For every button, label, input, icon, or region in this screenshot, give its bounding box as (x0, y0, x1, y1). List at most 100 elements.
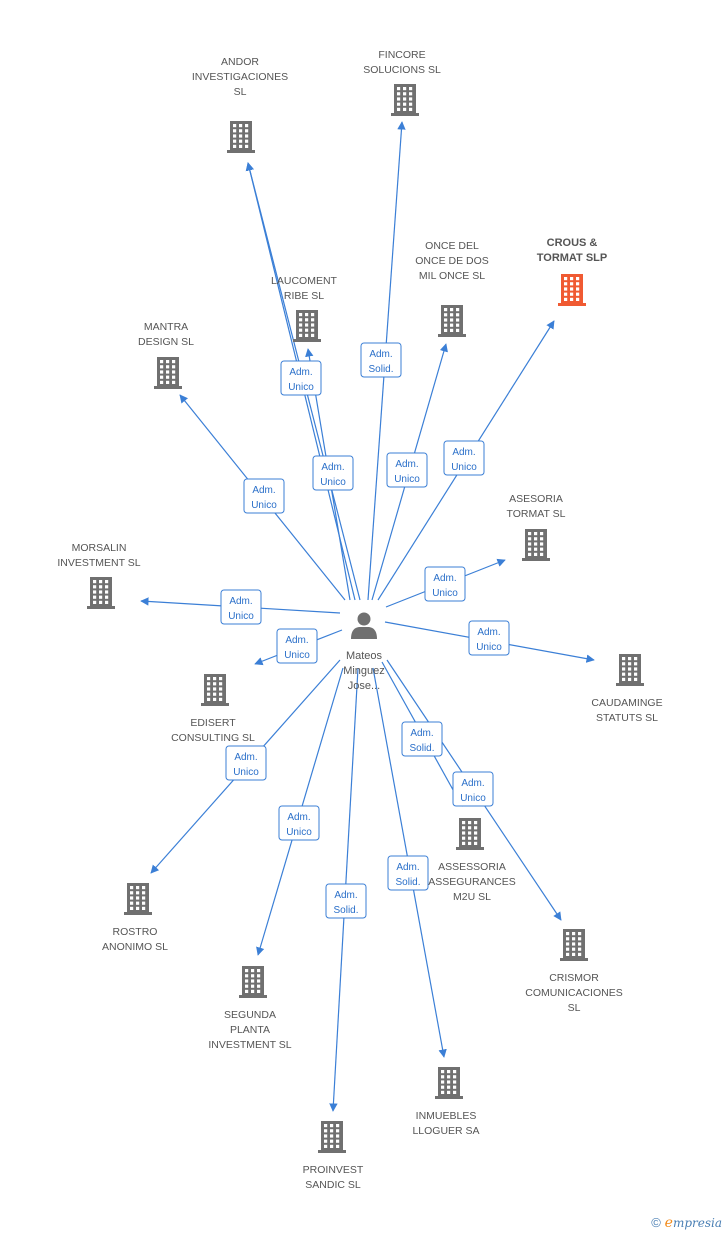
center-name-line: Jose... (348, 680, 380, 692)
brand-name: mpresia (672, 1216, 722, 1230)
node-label-crismor: COMUNICACIONES (525, 987, 622, 999)
node-label-asesoria: TORMAT SL (507, 508, 566, 520)
edge-label-text: Adm. (289, 367, 312, 378)
footer-brand: © empresia (651, 1215, 722, 1231)
edge-label-fincore[interactable]: Adm.Solid. (360, 342, 402, 378)
edge-label-text: Solid. (368, 364, 393, 375)
node-andor[interactable]: ANDOR INVESTIGACIONES SL (192, 56, 288, 153)
edge-label-assessoria[interactable]: Adm.Solid. (401, 721, 443, 757)
node-label-crous: CROUS & (547, 237, 598, 249)
building-icon[interactable] (87, 577, 115, 609)
node-label-once: ONCE DE DOS (415, 255, 489, 267)
building-icon[interactable] (560, 929, 588, 961)
node-label-fincore: SOLUCIONS SL (363, 64, 441, 76)
node-label-segunda: INVESTMENT SL (208, 1039, 291, 1051)
building-icon[interactable] (318, 1121, 346, 1153)
building-icon[interactable] (124, 883, 152, 915)
building-icon[interactable] (227, 121, 255, 153)
edge-label-text: Unico (251, 500, 277, 511)
node-label-edisert: CONSULTING SL (171, 732, 255, 744)
edge-label-asesoria[interactable]: Adm. Unico (424, 566, 466, 602)
edge-label-proinvest[interactable]: Adm.Solid. (325, 883, 367, 919)
node-label-morsalin: MORSALIN (72, 542, 127, 554)
edge-label-text: Unico (286, 827, 312, 838)
node-fincore[interactable]: FINCORE SOLUCIONS SL (363, 49, 441, 116)
edge-label-text: Adm. (477, 627, 500, 638)
edge-label-crous[interactable]: Adm. Unico (443, 440, 485, 476)
edge-label-text: Adm. (229, 596, 252, 607)
node-segunda[interactable]: SEGUNDA PLANTA INVESTMENT SL (208, 966, 292, 1051)
building-icon[interactable] (201, 674, 229, 706)
edge-label-morsalin[interactable]: Adm. Unico (220, 589, 262, 625)
edge-label-edisert[interactable]: Adm.Unico (276, 628, 318, 664)
node-label-mantra: DESIGN SL (138, 336, 194, 348)
node-label-rostro: ROSTRO (113, 926, 158, 938)
building-icon[interactable] (522, 529, 550, 561)
building-icon[interactable] (456, 818, 484, 850)
edge-label-text: Unico (476, 642, 502, 653)
building-icon[interactable] (438, 305, 466, 337)
edge-label-text: Unico (432, 588, 458, 599)
building-icon[interactable] (558, 274, 586, 306)
person-icon[interactable] (351, 612, 377, 640)
edge-label-text: Unico (233, 767, 259, 778)
edge-label-text: Unico (288, 382, 314, 393)
node-label-andor: ANDOR (221, 56, 259, 68)
edge-label-caudaminge[interactable]: Adm. Unico (468, 620, 510, 656)
node-label-caudaminge: STATUTS SL (596, 712, 658, 724)
node-label-inmuebles: INMUEBLES (416, 1110, 477, 1122)
node-label-once: ONCE DEL (425, 240, 479, 252)
node-label-fincore: FINCORE (378, 49, 425, 61)
edge-label-segunda[interactable]: Adm.Unico (278, 805, 320, 841)
node-label-segunda: SEGUNDA (224, 1009, 276, 1021)
building-icon[interactable] (391, 84, 419, 116)
center-person[interactable]: MateosMinguezJose... (343, 612, 385, 693)
edge-label-crismor[interactable]: Adm.Unico (452, 771, 494, 807)
node-label-crous: TORMAT SLP (537, 252, 607, 264)
building-icon[interactable] (154, 357, 182, 389)
edge-label-text: Adm. (433, 573, 456, 584)
edge-label-text: Adm. (321, 462, 344, 473)
node-caudaminge[interactable]: CAUDAMINGE STATUTS SL (591, 654, 663, 724)
node-rostro[interactable]: ROSTRO ANONIMO SL (102, 883, 168, 953)
edge-label-once[interactable]: Adm.Unico (386, 452, 428, 488)
edge-label-text: Unico (394, 474, 420, 485)
node-label-proinvest: SANDIC SL (305, 1179, 361, 1191)
node-label-andor: SL (234, 86, 247, 98)
node-label-crismor: CRISMOR (549, 972, 599, 984)
edge-label-inmuebles[interactable]: Adm.Solid. (387, 855, 429, 891)
node-label-assessoria: M2U SL (453, 891, 491, 903)
node-label-caudaminge: CAUDAMINGE (591, 697, 662, 709)
edge-label-text: Unico (228, 611, 254, 622)
edge-labels-layer: Adm.Solid.Adm.UnicoAdm.UnicoAdm.UnicoAdm… (220, 342, 510, 919)
building-icon[interactable] (239, 966, 267, 998)
edge-label-text: Unico (460, 793, 486, 804)
edge-label-mantra[interactable]: Adm. Unico (243, 478, 285, 514)
edge-label-text: Adm. (252, 485, 275, 496)
edge-label-andor2[interactable]: Adm. Unico (312, 455, 354, 491)
edge-label-laucoment[interactable]: Adm. Unico (280, 360, 322, 396)
edge-label-text: Adm. (452, 447, 475, 458)
edge-label-rostro[interactable]: Adm.Unico (225, 745, 267, 781)
building-icon[interactable] (293, 310, 321, 342)
node-crous[interactable]: CROUS & TORMAT SLP (537, 237, 607, 306)
building-icon[interactable] (435, 1067, 463, 1099)
node-label-segunda: PLANTA (230, 1024, 270, 1036)
node-label-andor: INVESTIGACIONES (192, 71, 288, 83)
edge-label-text: Unico (451, 462, 477, 473)
edge-label-text: Solid. (333, 905, 358, 916)
node-label-rostro: ANONIMO SL (102, 941, 168, 953)
node-label-laucoment: LAUCOMENT (271, 275, 338, 287)
edge-label-text: Unico (320, 477, 346, 488)
building-icon[interactable] (616, 654, 644, 686)
